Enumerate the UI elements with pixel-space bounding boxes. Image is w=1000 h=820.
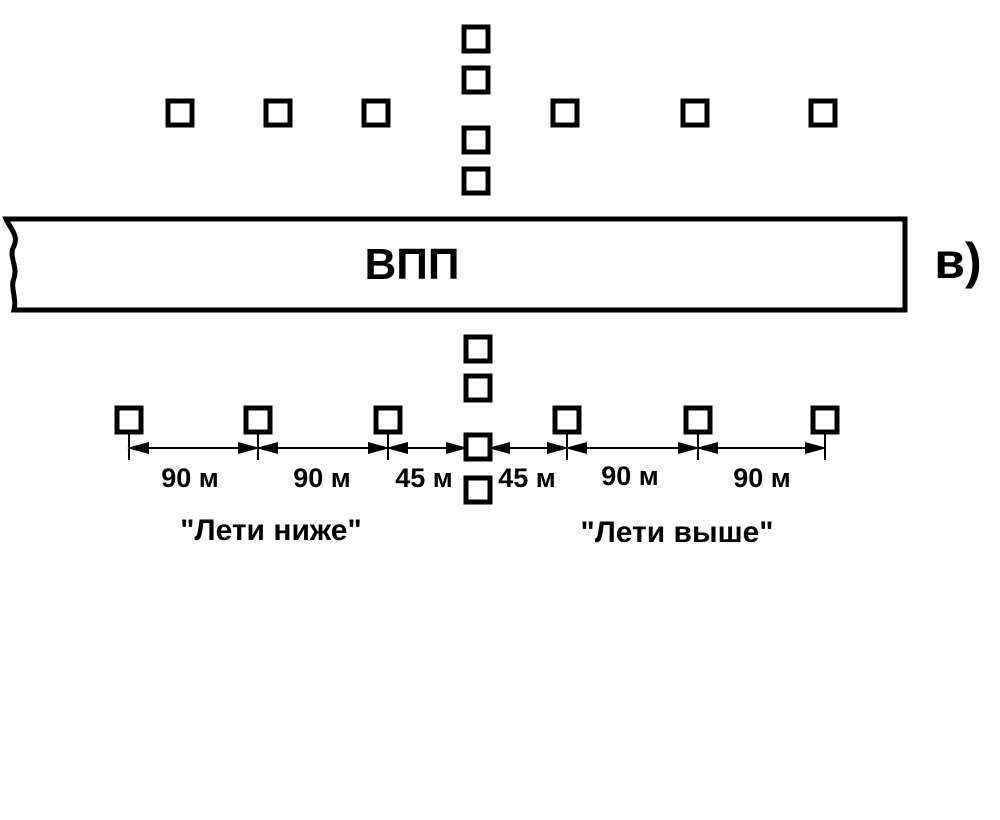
dimension-labels: 90 м 90 м 45 м 45 м 90 м 90 м (161, 461, 791, 493)
lamp (165, 98, 195, 128)
lamp (361, 98, 391, 128)
dimension-label: 90 м (161, 463, 219, 493)
lamp (552, 405, 582, 435)
lamp (808, 98, 838, 128)
runway-label: ВПП (364, 240, 459, 289)
lamp (461, 24, 491, 54)
figure-label: в) (934, 233, 981, 289)
dimension-label: 90 м (293, 463, 351, 493)
lamp (463, 475, 493, 505)
lamp (461, 125, 491, 155)
lamp (463, 373, 493, 403)
bottom-wing-lamps (114, 405, 840, 435)
top-centerline-lamps (461, 24, 491, 196)
lamp (243, 405, 273, 435)
lamp (461, 65, 491, 95)
lamp (680, 98, 710, 128)
top-wing-lamps (165, 98, 838, 128)
dimension-label: 45 м (395, 463, 453, 493)
dimension-label: 90 м (601, 461, 659, 491)
lamp (463, 334, 493, 364)
lamp (810, 405, 840, 435)
lamp (373, 405, 403, 435)
dimension-label: 90 м (733, 463, 791, 493)
lamp (550, 98, 580, 128)
lamp (683, 405, 713, 435)
lamp (461, 166, 491, 196)
bottom-centerline-lamps (463, 334, 493, 505)
lamp (263, 98, 293, 128)
runway-outline (2, 216, 908, 313)
caption-fly-higher: "Лети выше" (580, 516, 773, 549)
lamp (114, 405, 144, 435)
dimension-label: 45 м (498, 463, 556, 493)
runway: ВПП (2, 216, 908, 313)
lamp (463, 432, 493, 462)
caption-fly-lower: "Лети ниже" (180, 514, 361, 547)
